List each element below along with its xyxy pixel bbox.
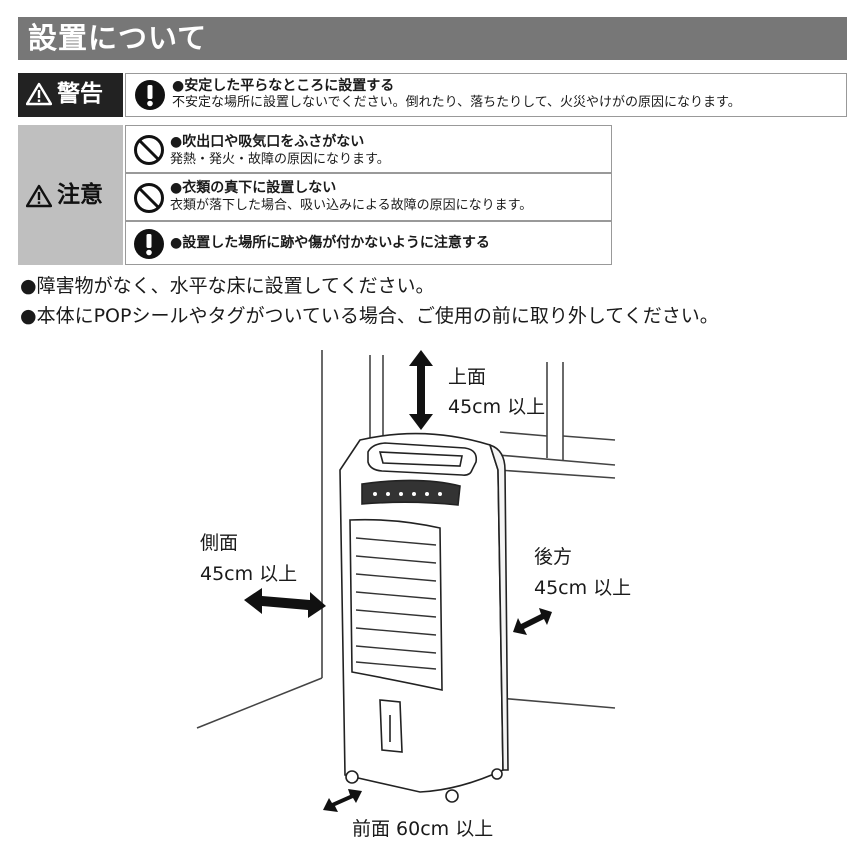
note-line: ●障害物がなく、水平な床に設置してください。 bbox=[20, 275, 435, 297]
room-corner-illustration bbox=[196, 350, 616, 729]
caution-label: 注意 bbox=[18, 125, 123, 265]
back-clearance-title: 後方 bbox=[534, 546, 573, 568]
caution-item-heading: ●設置した場所に跡や傷が付かないように注意する bbox=[170, 235, 490, 251]
prohibited-icon bbox=[134, 135, 164, 165]
caution-item-heading: ●吹出口や吸気口をふさがない bbox=[170, 134, 365, 150]
warning-item-body: 不安定な場所に設置しないでください。倒れたり、落ちたりして、火災やけがの原因にな… bbox=[172, 95, 741, 110]
side-clearance-title: 側面 bbox=[200, 532, 239, 554]
caution-item-body: 衣類が落下した場合、吸い込みによる故障の原因になります。 bbox=[170, 198, 533, 213]
section-title: 設置について bbox=[28, 21, 208, 55]
back-clearance-value: 45cm 以上 bbox=[534, 577, 632, 599]
air-grille-louvers bbox=[355, 537, 437, 670]
top-clearance-title: 上面 bbox=[448, 366, 487, 388]
front-clearance-label: 前面 60cm 以上 bbox=[352, 818, 494, 840]
caution-triangle-icon bbox=[26, 184, 52, 208]
warning-label: 警告 bbox=[18, 73, 123, 117]
caution-item: ●吹出口や吸気口をふさがない 発熱・発火・故障の原因になります。 bbox=[125, 125, 612, 173]
top-clearance-value: 45cm 以上 bbox=[448, 396, 546, 418]
air-cooler-illustration bbox=[339, 432, 509, 803]
caution-item-heading: ●衣類の真下に設置しない bbox=[170, 180, 337, 196]
prohibited-icon bbox=[134, 183, 164, 213]
back-clearance-arrow bbox=[513, 608, 552, 635]
note-line: ●本体にPOPシールやタグがついている場合、ご使用の前に取り外してください。 bbox=[20, 305, 719, 327]
top-clearance-arrow bbox=[409, 350, 433, 430]
warning-label-text: 警告 bbox=[57, 81, 103, 107]
section-title-bar: 設置について bbox=[18, 17, 847, 60]
caution-item: ●設置した場所に跡や傷が付かないように注意する bbox=[125, 221, 612, 265]
warning-item: ●安定した平らなところに設置する 不安定な場所に設置しないでください。倒れたり、… bbox=[125, 73, 847, 117]
caution-label-text: 注意 bbox=[57, 182, 103, 208]
side-clearance-arrow bbox=[244, 588, 326, 618]
exclamation-icon bbox=[134, 229, 164, 259]
warning-item-heading: ●安定した平らなところに設置する bbox=[172, 78, 395, 94]
warning-triangle-icon bbox=[26, 82, 52, 106]
control-buttons bbox=[373, 492, 442, 496]
caution-item: ●衣類の真下に設置しない 衣類が落下した場合、吸い込みによる故障の原因になります… bbox=[125, 173, 612, 221]
caution-item-body: 発熱・発火・故障の原因になります。 bbox=[170, 152, 390, 167]
front-clearance-arrow bbox=[323, 789, 362, 812]
side-clearance-value: 45cm 以上 bbox=[200, 563, 298, 585]
exclamation-icon bbox=[135, 80, 165, 110]
